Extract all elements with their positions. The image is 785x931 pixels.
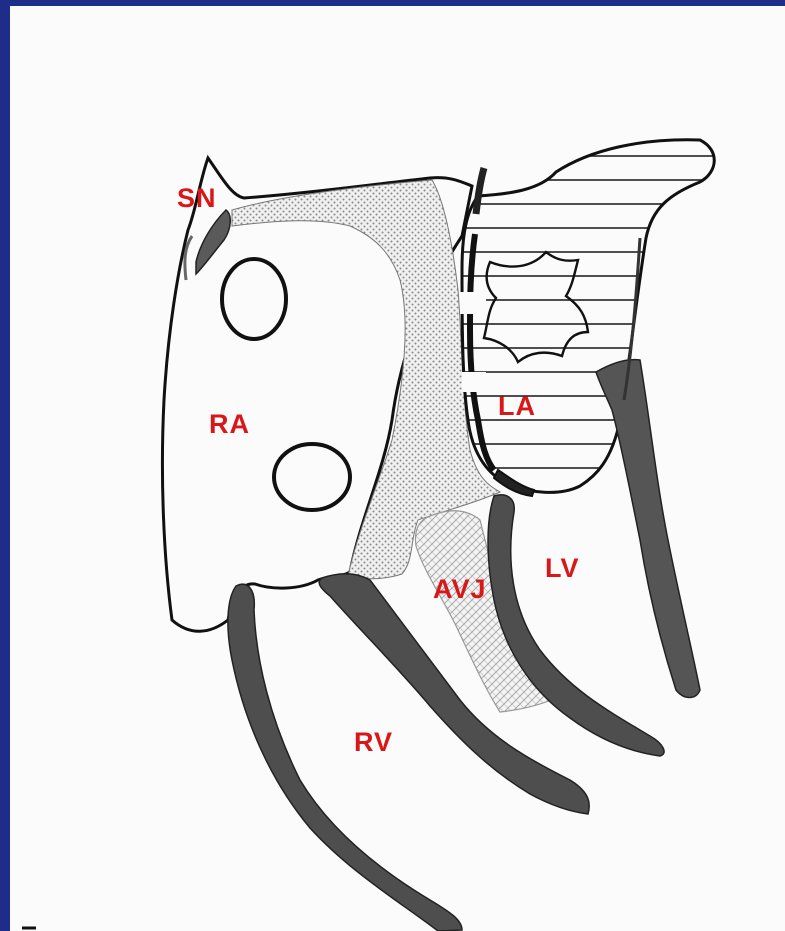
ivc-opening bbox=[274, 444, 350, 510]
interatrial-gap-1 bbox=[460, 292, 486, 314]
left-atrium-striped bbox=[462, 140, 714, 493]
label-avj: AVJ bbox=[433, 576, 487, 603]
rv-free-wall bbox=[228, 584, 462, 931]
label-la: LA bbox=[498, 393, 536, 420]
label-lv: LV bbox=[545, 555, 580, 582]
label-sn: SN bbox=[177, 185, 217, 212]
lv-free-wall bbox=[596, 360, 700, 698]
label-ra: RA bbox=[209, 411, 250, 438]
lv-septal-wall bbox=[488, 495, 664, 756]
svc-opening bbox=[222, 259, 286, 339]
interatrial-gap-2 bbox=[462, 372, 486, 392]
label-rv: RV bbox=[354, 729, 393, 756]
